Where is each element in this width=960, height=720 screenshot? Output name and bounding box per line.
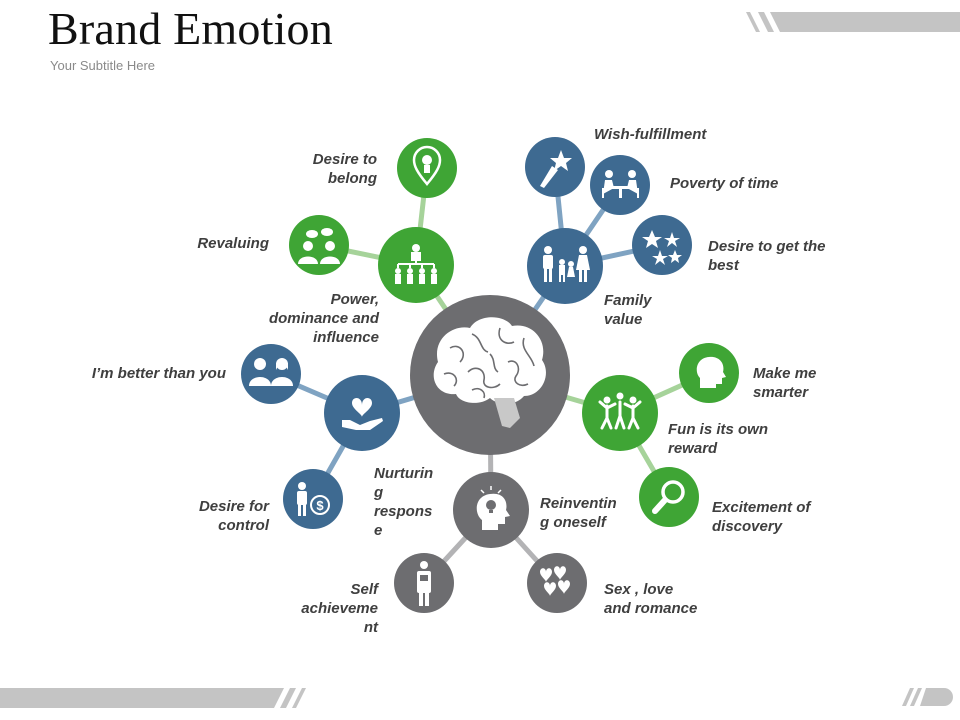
hub-reinvent bbox=[453, 472, 529, 548]
leaf-poverty bbox=[590, 155, 650, 215]
couple-icon bbox=[249, 358, 293, 386]
center-node bbox=[410, 295, 570, 455]
label-wish-fulfillment: Wish-fulfillment bbox=[594, 126, 707, 143]
leaf-sex bbox=[527, 553, 587, 613]
businessman-icon bbox=[417, 561, 431, 606]
leaf-wish bbox=[525, 137, 585, 197]
hub-fun bbox=[582, 375, 658, 451]
leaf-self bbox=[394, 553, 454, 613]
leaf-revaluing bbox=[289, 215, 349, 275]
brain-icon bbox=[433, 317, 546, 428]
svg-text:$: $ bbox=[316, 498, 324, 513]
hearts-icon bbox=[540, 566, 570, 596]
meeting-table-icon bbox=[602, 170, 639, 198]
money-person-icon: $ bbox=[297, 482, 330, 516]
slide-title: Brand Emotion bbox=[48, 3, 333, 54]
hierarchy-icon bbox=[395, 244, 437, 284]
people-chat-icon bbox=[298, 228, 340, 264]
label-better-than-you: I’m better than you bbox=[91, 365, 226, 382]
shooting-star-icon bbox=[540, 150, 572, 188]
hand-heart-icon bbox=[342, 397, 383, 430]
hub-power bbox=[378, 227, 454, 303]
location-pin-icon bbox=[412, 145, 442, 186]
group-people-icon bbox=[598, 392, 642, 430]
leaf-smarter bbox=[679, 343, 739, 403]
label-poverty-of-time: Poverty of time bbox=[670, 175, 779, 192]
leaf-discovery bbox=[639, 467, 699, 527]
family-icon bbox=[543, 246, 590, 282]
hub-nurture bbox=[324, 375, 400, 451]
head-lightbulb-icon bbox=[476, 486, 510, 530]
leaf-better bbox=[241, 344, 301, 404]
magnifier-icon bbox=[652, 480, 685, 514]
head-profile-icon bbox=[696, 356, 726, 388]
label-revaluing: Revaluing bbox=[197, 235, 269, 252]
slide-subtitle: Your Subtitle Here bbox=[50, 58, 156, 73]
hub-family bbox=[527, 228, 603, 304]
leaf-best bbox=[632, 215, 692, 275]
leaf-belong bbox=[397, 138, 457, 198]
leaf-control: $ bbox=[283, 469, 343, 529]
stars-icon bbox=[642, 230, 682, 265]
